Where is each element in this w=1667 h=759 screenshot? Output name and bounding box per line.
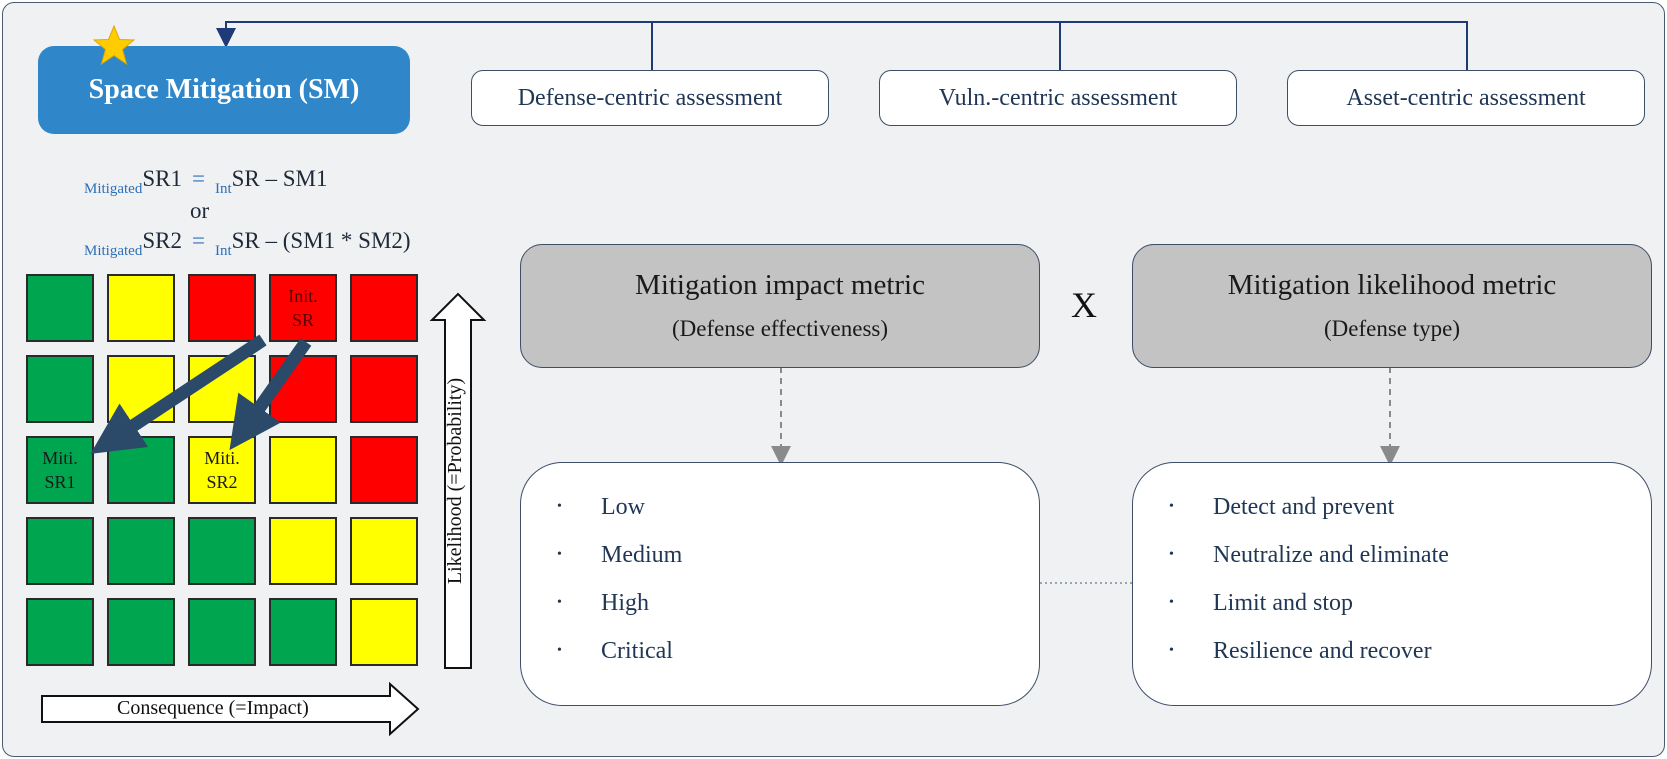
risk-cell	[269, 436, 337, 504]
bullet-icon: •	[1169, 595, 1174, 610]
impact-metric-subtitle: (Defense effectiveness)	[671, 316, 889, 341]
impact-metric-title: Mitigation impact metric	[635, 269, 925, 301]
risk-cell: Init. SR	[269, 274, 337, 342]
list-item: • Resilience and recover	[1163, 627, 1449, 675]
risk-cell	[350, 355, 418, 423]
formula-1-equals: =	[191, 166, 205, 191]
list-item: • Neutralize and eliminate	[1163, 531, 1449, 579]
risk-cell	[350, 436, 418, 504]
defense-types-list: • Detect and prevent • Neutralize and elim…	[1163, 483, 1449, 675]
mitigation-likelihood-metric-box: Mitigation likelihood metric (Defense ty…	[1132, 244, 1652, 368]
vuln-centric-assessment-box: Vuln.-centric assessment	[879, 70, 1237, 126]
likelihood-metric-title: Mitigation likelihood metric	[1227, 269, 1557, 301]
risk-cell-label: Miti. SR1	[42, 448, 78, 492]
formula-2-left: SR2	[142, 228, 182, 253]
defense-type-resilience-recover: Resilience and recover	[1213, 638, 1432, 664]
risk-cell	[188, 517, 256, 585]
risk-cell	[26, 355, 94, 423]
list-item: • Limit and stop	[1163, 579, 1449, 627]
risk-cell: Miti. SR1	[26, 436, 94, 504]
list-item: • Critical	[551, 627, 682, 675]
assessment-to-sm-connector	[216, 21, 1468, 70]
risk-cell-label: Miti. SR2	[204, 448, 240, 492]
risk-cell	[350, 517, 418, 585]
risk-cell: Miti. SR2	[188, 436, 256, 504]
defense-centric-assessment-label: Defense-centric assessment	[517, 84, 783, 111]
risk-cell	[26, 598, 94, 666]
multiply-operator: X	[1071, 285, 1097, 325]
metric-dashed-arrows	[771, 367, 1400, 466]
bullet-icon: •	[1169, 643, 1174, 658]
risk-cell	[269, 598, 337, 666]
mitigation-impact-metric-box: Mitigation impact metric (Defense effect…	[520, 244, 1040, 368]
formula-2-sub-left: Mitigated	[84, 243, 143, 259]
formula-2-sub-right: Int	[214, 243, 232, 259]
star-icon	[92, 24, 136, 66]
defense-type-detect-prevent: Detect and prevent	[1213, 494, 1395, 520]
space-mitigation-title: Space Mitigation (SM)	[88, 74, 360, 105]
asset-centric-assessment-box: Asset-centric assessment	[1287, 70, 1645, 126]
impact-levels-list: • Low • Medium • High • Critical	[551, 483, 682, 675]
formula-1-right: SR – SM1	[231, 166, 328, 191]
list-item: • Low	[551, 483, 682, 531]
bullet-icon: •	[557, 547, 562, 562]
risk-cell	[107, 274, 175, 342]
likelihood-axis-label: Likelihood (=Probability)	[444, 377, 466, 585]
risk-cell	[269, 355, 337, 423]
risk-cell	[107, 355, 175, 423]
formula-line-1: MitigatedSR1 = IntSR – SM1	[84, 166, 328, 197]
defense-type-limit-stop: Limit and stop	[1213, 590, 1353, 616]
list-item: • Detect and prevent	[1163, 483, 1449, 531]
risk-cell	[269, 517, 337, 585]
risk-cell	[188, 355, 256, 423]
bullet-icon: •	[557, 595, 562, 610]
formula-1-sub-left: Mitigated	[84, 181, 143, 197]
impact-level-high: High	[601, 590, 649, 616]
formula-1-left: SR1	[142, 166, 182, 191]
risk-cell	[107, 436, 175, 504]
formula-1-sub-right: Int	[214, 181, 232, 197]
risk-cell	[107, 517, 175, 585]
risk-cell-label: Init. SR	[288, 286, 318, 330]
risk-cell	[188, 598, 256, 666]
formula-line-2: MitigatedSR2 = IntSR – (SM1 * SM2)	[84, 228, 411, 259]
consequence-axis-label: Consequence (=Impact)	[117, 697, 309, 719]
bullet-icon: •	[557, 643, 562, 658]
defense-types-box: • Detect and prevent • Neutralize and elim…	[1132, 462, 1652, 706]
risk-cell	[107, 598, 175, 666]
list-item: • High	[551, 579, 682, 627]
risk-cell	[350, 274, 418, 342]
impact-level-critical: Critical	[601, 638, 673, 664]
risk-cell	[350, 598, 418, 666]
space-mitigation-box: Space Mitigation (SM)	[38, 46, 410, 134]
formula-2-equals: =	[191, 228, 205, 253]
risk-cell	[188, 274, 256, 342]
defense-centric-assessment-box: Defense-centric assessment	[471, 70, 829, 126]
impact-levels-box: • Low • Medium • High • Critical	[520, 462, 1040, 706]
risk-cell	[26, 517, 94, 585]
risk-matrix: Init. SR Miti. SR1 Miti. SR2	[26, 274, 426, 674]
impact-level-medium: Medium	[601, 542, 683, 568]
impact-level-low: Low	[601, 494, 645, 520]
formula-2-right: SR – (SM1 * SM2)	[231, 228, 411, 253]
asset-centric-assessment-label: Asset-centric assessment	[1346, 84, 1586, 111]
bullet-icon: •	[557, 499, 562, 514]
list-item: • Medium	[551, 531, 682, 579]
likelihood-metric-subtitle: (Defense type)	[1323, 316, 1460, 341]
bullet-icon: •	[1169, 547, 1174, 562]
defense-type-neutralize-eliminate: Neutralize and eliminate	[1213, 542, 1449, 568]
risk-cell	[26, 274, 94, 342]
formula-or: or	[190, 198, 210, 223]
vuln-centric-assessment-label: Vuln.-centric assessment	[938, 84, 1178, 111]
bullet-icon: •	[1169, 499, 1174, 514]
